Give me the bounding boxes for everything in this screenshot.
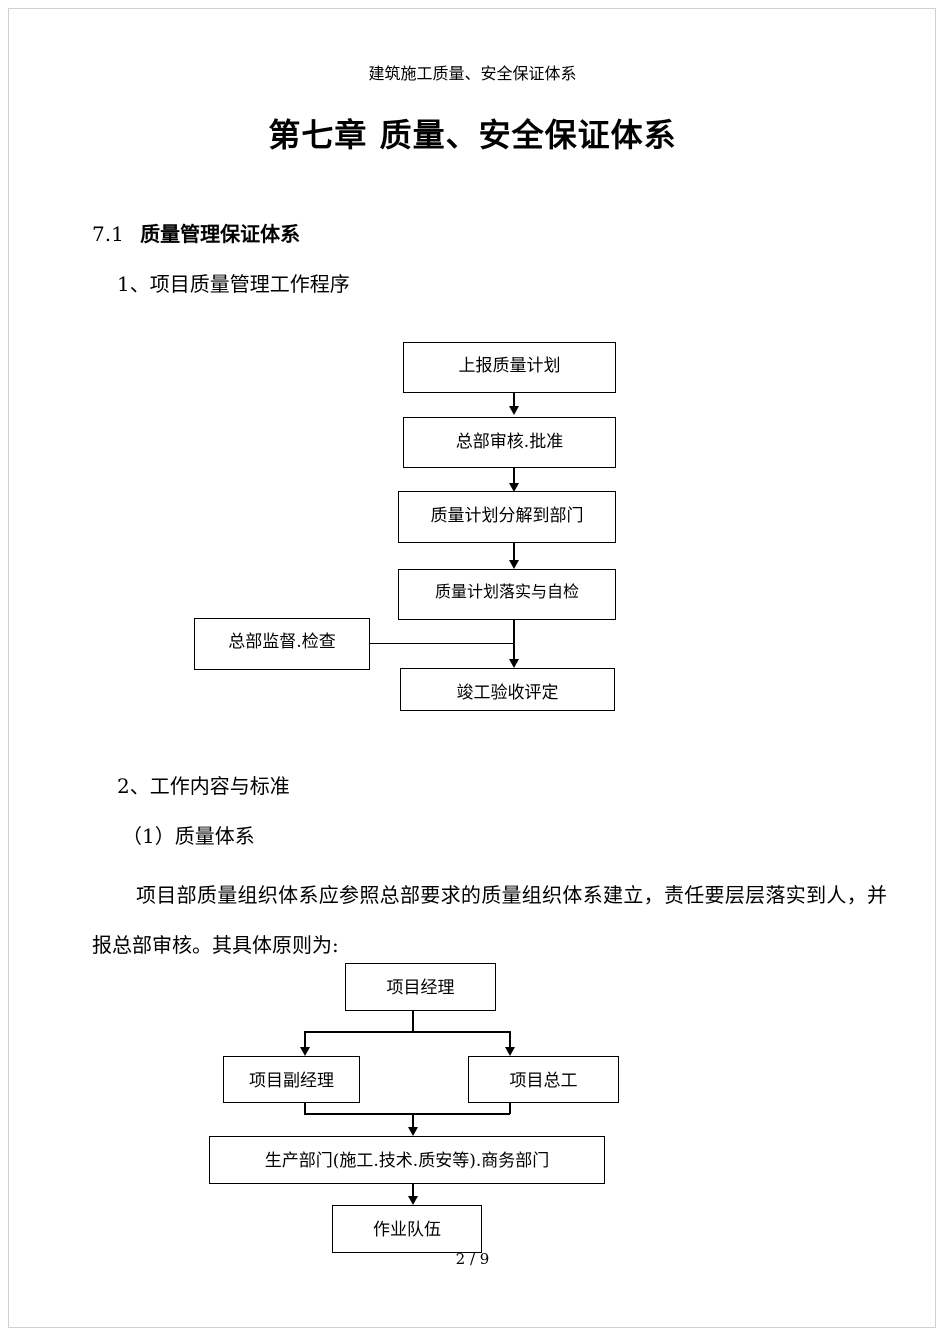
flow-step-3-label: 质量计划分解到部门 [430, 506, 584, 526]
page-border [8, 8, 936, 1328]
org-connector [509, 1103, 511, 1114]
flow-connector [513, 393, 515, 406]
org-arrow [505, 1047, 515, 1056]
org-connector [304, 1113, 510, 1115]
body-paragraph: 项目部质量组织体系应参照总部要求的质量组织体系建立，责任要层层落实到人，并报总部… [92, 883, 887, 957]
flow-side-supervision: 总部监督.检查 [194, 618, 370, 670]
flow-step-4: 质量计划落实与自检 [398, 569, 616, 620]
org-work-team: 作业队伍 [332, 1205, 482, 1253]
chapter-title: 第七章 质量、安全保证体系 [268, 116, 677, 154]
flow-side-connector [370, 643, 514, 645]
item2-heading: 2、工作内容与标准 [117, 774, 290, 798]
flow-connector [513, 620, 515, 660]
flow-arrow [509, 560, 519, 569]
flow-step-1: 上报质量计划 [403, 342, 616, 393]
section-heading: 7.1 质量管理保证体系 [92, 218, 300, 247]
org-connector [412, 1184, 414, 1196]
flow-arrow [509, 406, 519, 415]
org-chief-engineer: 项目总工 [468, 1056, 619, 1103]
org-work-team-label: 作业队伍 [373, 1220, 441, 1240]
flow-step-5-label: 竣工验收评定 [456, 683, 559, 703]
org-chief-engineer-label: 项目总工 [509, 1071, 578, 1091]
org-departments-label: 生产部门(施工.技术.质安等).商务部门 [264, 1151, 550, 1171]
item1-heading: 1、项目质量管理工作程序 [117, 272, 350, 296]
sub1-heading: （1）质量体系 [122, 824, 255, 848]
flow-step-5: 竣工验收评定 [400, 668, 615, 711]
flow-connector [513, 468, 515, 483]
org-arrow [300, 1047, 310, 1056]
section-title: 质量管理保证体系 [140, 222, 301, 246]
org-arrow [408, 1196, 418, 1205]
flow-step-3: 质量计划分解到部门 [398, 491, 616, 543]
page-number: 2 / 9 [455, 1250, 490, 1268]
org-connector [412, 1113, 414, 1127]
flow-connector [513, 543, 515, 561]
org-connector [509, 1031, 511, 1047]
org-connector [304, 1031, 510, 1033]
flow-step-4-label: 质量计划落实与自检 [434, 582, 579, 601]
running-header: 建筑施工质量、安全保证体系 [368, 64, 577, 83]
flow-step-1-label: 上报质量计划 [458, 356, 561, 376]
org-deputy-manager: 项目副经理 [223, 1056, 360, 1103]
org-project-manager-label: 项目经理 [386, 978, 455, 998]
org-connector [304, 1031, 306, 1047]
org-project-manager: 项目经理 [345, 963, 496, 1011]
org-connector [304, 1103, 306, 1114]
org-arrow [408, 1127, 418, 1136]
flow-step-2-label: 总部审核.批准 [455, 432, 564, 452]
org-connector [412, 1011, 414, 1032]
flow-side-label: 总部监督.检查 [228, 632, 336, 652]
org-departments: 生产部门(施工.技术.质安等).商务部门 [209, 1136, 605, 1184]
flow-arrow [509, 659, 519, 668]
flow-arrow [509, 483, 519, 492]
section-number: 7.1 [92, 222, 124, 246]
flow-step-2: 总部审核.批准 [403, 417, 616, 468]
org-deputy-manager-label: 项目副经理 [249, 1071, 334, 1091]
